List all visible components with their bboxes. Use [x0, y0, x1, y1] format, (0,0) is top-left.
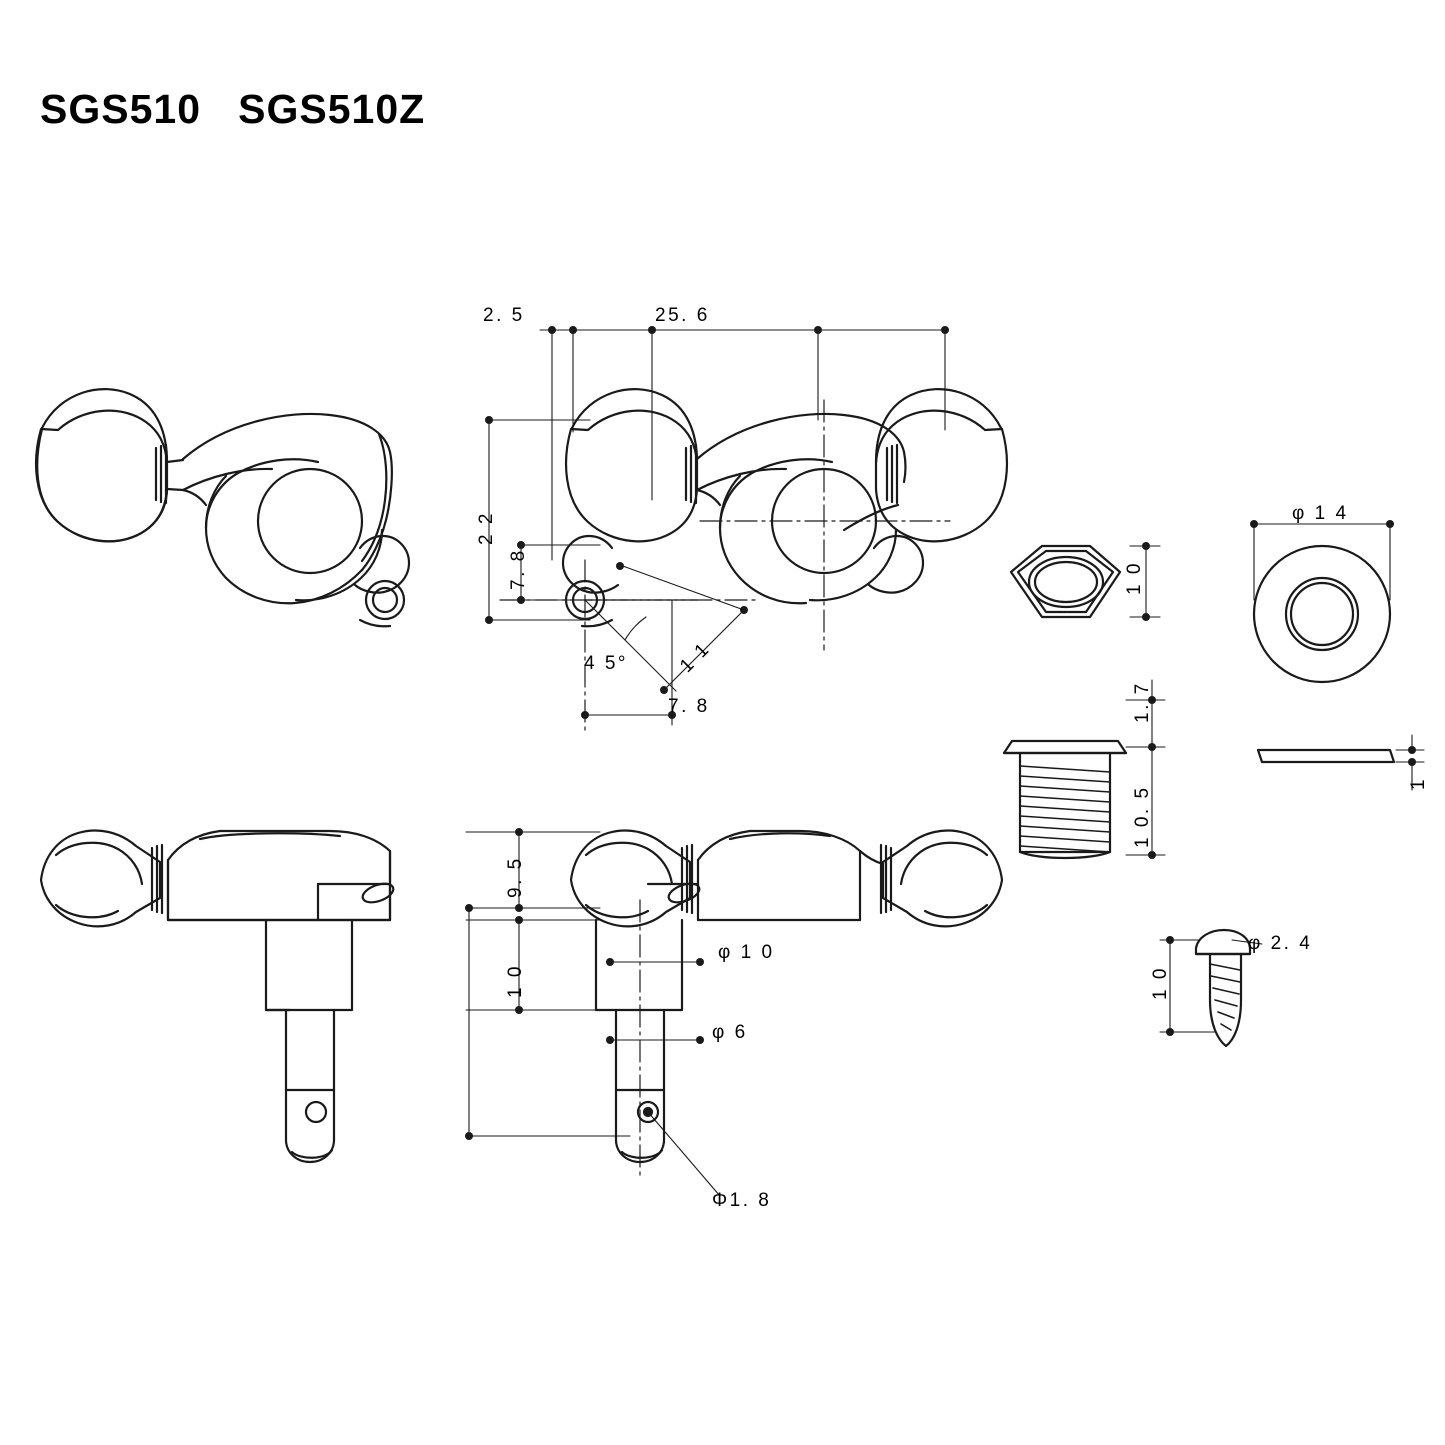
- front-dimensioned-view: [499, 388, 1009, 731]
- side-dimension-lines: [465, 831, 721, 1197]
- washer-side-view: [1256, 748, 1396, 764]
- hex-nut-view: [1009, 544, 1122, 619]
- dim-7-8-bottom: 7. 8: [668, 696, 710, 717]
- side-left-view: [39, 829, 395, 1164]
- side-dimensioned-view: [569, 829, 1004, 1176]
- dim-nut-10: 1 0: [1124, 561, 1145, 595]
- dim-side-9-5: 9. 5: [505, 856, 526, 898]
- dim-side-phi6: φ 6: [712, 1022, 748, 1043]
- front-dimension-dots: [485, 326, 949, 719]
- dim-screw-phi2-4: φ 2. 4: [1248, 933, 1313, 954]
- washer-top-dimension: [1253, 523, 1391, 601]
- front-left-view: [34, 388, 411, 628]
- page-title: SGS510 SGS510Z: [40, 86, 426, 132]
- dim-bushing-10-5: 1 0. 5: [1132, 785, 1153, 848]
- dim-side-10: 1 0: [505, 964, 526, 998]
- dim-side-phi1-8: Φ1. 8: [712, 1190, 772, 1211]
- screw-view: [1194, 928, 1252, 1048]
- dim-25-6: 25. 6: [655, 305, 710, 326]
- bushing-dimension: [1125, 679, 1166, 856]
- bushing-side-view: [1002, 739, 1128, 860]
- dim-screw-10: 1 0: [1150, 966, 1171, 1000]
- dim-washer-1: 1: [1408, 776, 1429, 790]
- washer-top-view: [1252, 544, 1392, 684]
- dim-2-5: 2. 5: [483, 305, 525, 326]
- dim-7-8-left: 7. 8: [508, 548, 529, 590]
- dim-22: 2 2: [476, 511, 497, 545]
- dim-washer-phi14: φ 1 4: [1292, 503, 1349, 524]
- front-dimension-lines: [488, 329, 946, 726]
- dim-side-phi10: φ 1 0: [718, 942, 775, 963]
- dim-45-deg: 4 5°: [584, 653, 629, 674]
- dim-bushing-1-7: 1. 7: [1132, 681, 1153, 723]
